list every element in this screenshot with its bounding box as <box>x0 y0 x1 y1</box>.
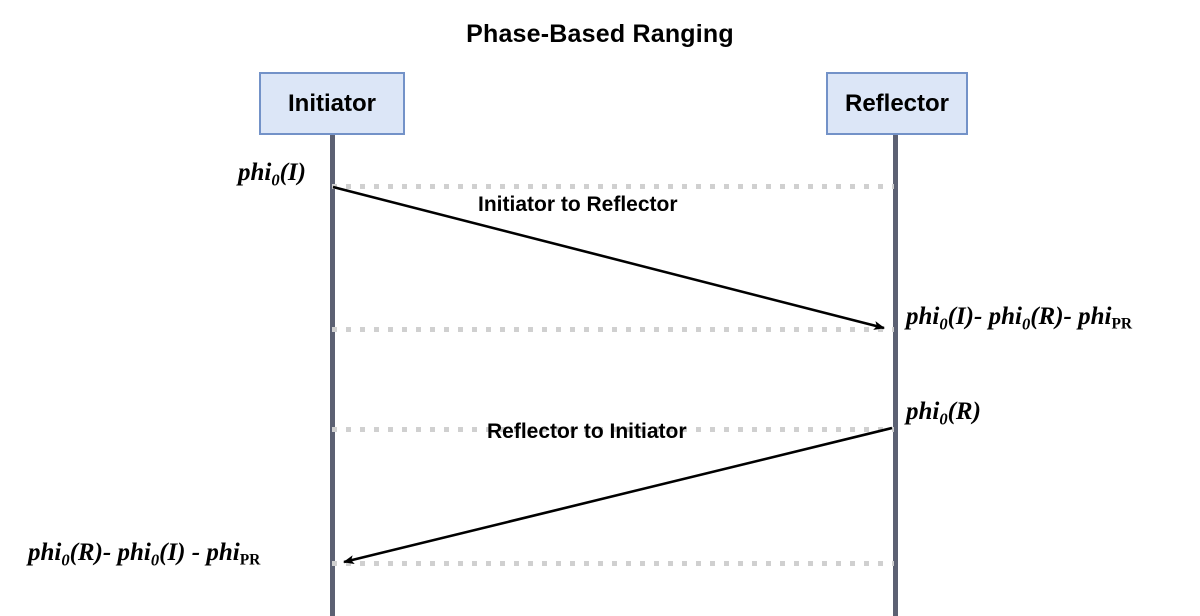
phase-tail: (I) <box>279 159 306 186</box>
phase-subscript-pr: PR <box>1111 315 1133 333</box>
phase-subscript: 0 <box>150 550 160 570</box>
phase-subscript: 0 <box>939 409 948 429</box>
phase-base: phi <box>1071 303 1112 330</box>
phase-subscript: 0 <box>271 170 280 190</box>
phase-subscript-pr: PR <box>239 551 261 569</box>
timing-line-1 <box>332 184 894 189</box>
phase-base: phi <box>982 303 1022 330</box>
message-label-reflector-to-initiator: Reflector to Initiator <box>487 420 687 443</box>
message-arrow-reflector-to-initiator <box>343 426 893 564</box>
phase-base: phi <box>111 539 151 566</box>
phase-label-reflector-receive: phi0(I)- phi0(R)- phiPR <box>906 303 1132 334</box>
phase-base: phi <box>906 398 940 425</box>
timing-line-4 <box>332 561 894 566</box>
phase-tail: (R) <box>947 398 981 425</box>
participant-label-initiator: Initiator <box>288 89 376 117</box>
phase-tail: (I) - <box>159 539 201 566</box>
page-title: Phase-Based Ranging <box>466 20 734 48</box>
phase-tail: (R)- <box>1030 303 1072 330</box>
phase-subscript: 0 <box>61 550 70 570</box>
message-label-initiator-to-reflector: Initiator to Reflector <box>478 193 678 216</box>
phase-label-initiator-receive: phi0(R)- phi0(I) - phiPR <box>28 539 260 570</box>
lifeline-reflector <box>893 135 898 616</box>
participant-box-initiator[interactable]: Initiator <box>259 72 405 135</box>
phase-subscript: 0 <box>939 314 948 334</box>
phase-base: phi <box>200 539 240 566</box>
phase-tail: (I)- <box>947 303 983 330</box>
timing-line-2 <box>332 327 894 332</box>
phase-label-initiator-transmit: phi0(I) <box>238 159 306 190</box>
phase-subscript: 0 <box>1021 314 1031 334</box>
phase-base: phi <box>238 159 272 186</box>
phase-base: phi <box>28 539 62 566</box>
phase-label-reflector-transmit: phi0(R) <box>906 398 981 429</box>
phase-tail: (R)- <box>69 539 112 566</box>
lifeline-initiator <box>330 135 335 616</box>
phase-base: phi <box>906 303 940 330</box>
participant-box-reflector[interactable]: Reflector <box>826 72 968 135</box>
participant-label-reflector: Reflector <box>844 89 950 117</box>
